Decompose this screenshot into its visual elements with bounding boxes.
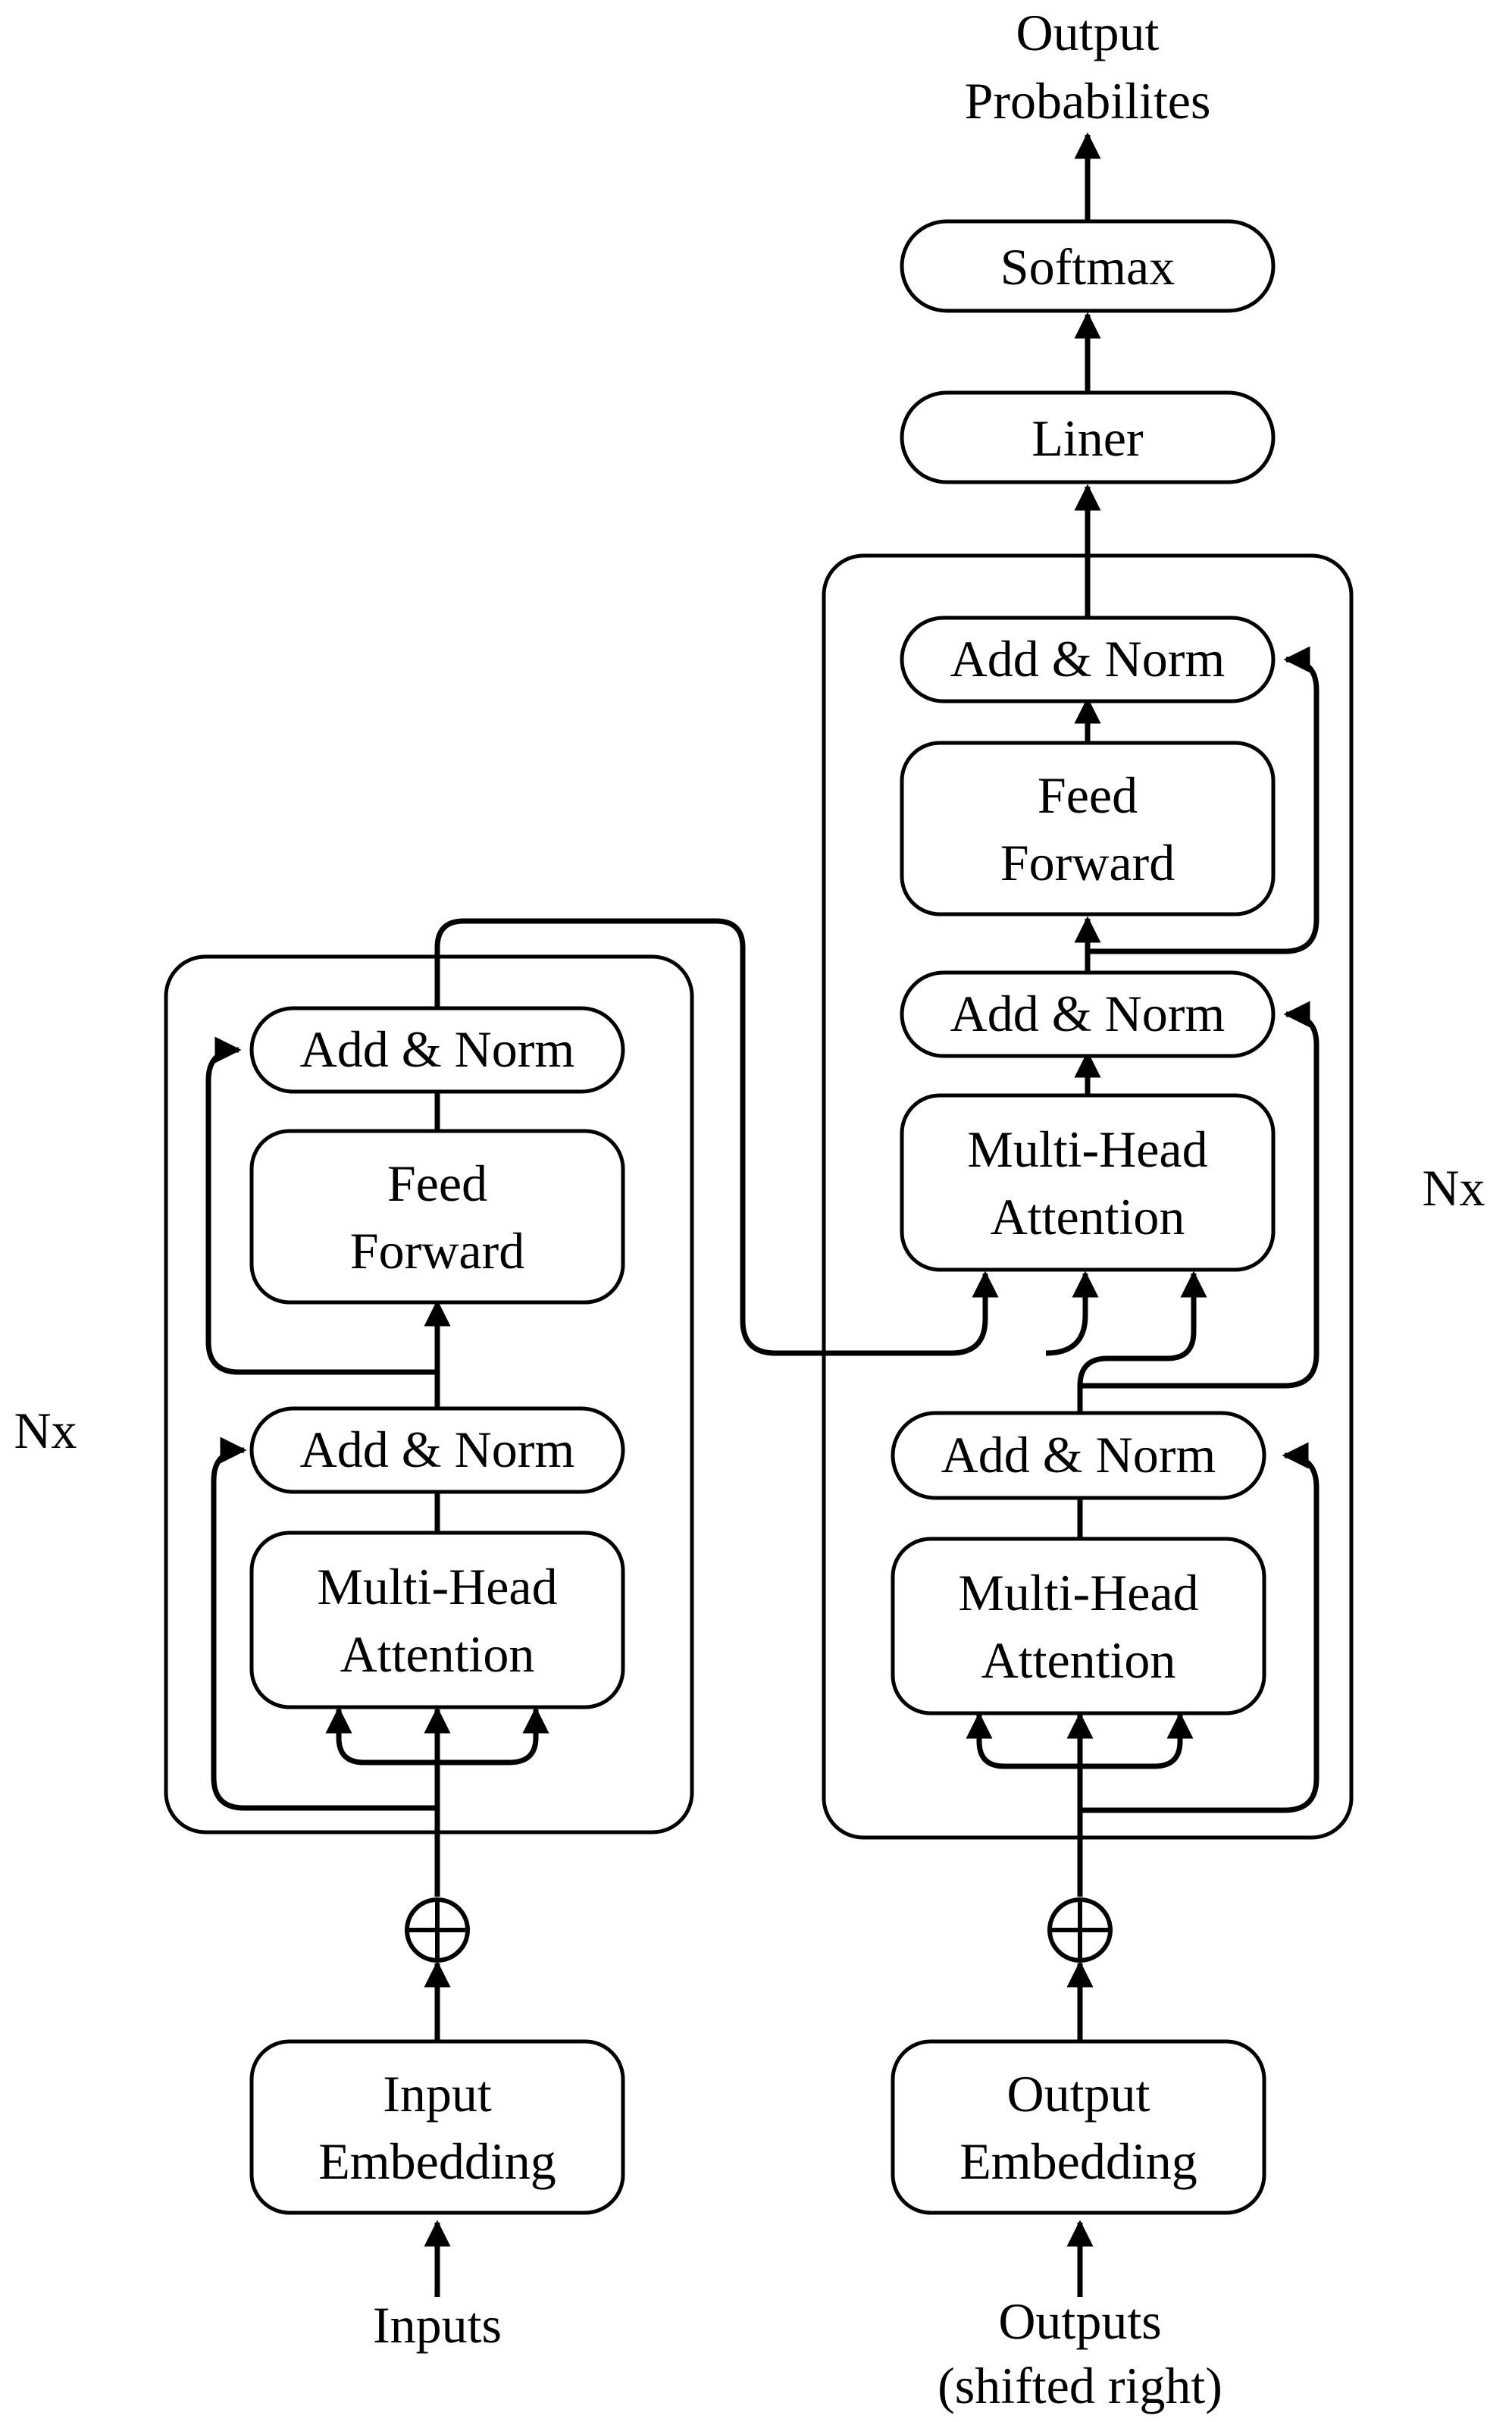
encoder-residual-2 — [205, 1036, 437, 1375]
encoder-repeat-label: Nx — [14, 1402, 77, 1459]
output-embedding-line1: Output — [1007, 2065, 1150, 2123]
output-probabilities-line1: Output — [1016, 4, 1160, 61]
encoder-add-norm-bottom: Add & Norm — [249, 1406, 625, 1494]
decoder-add-norm-top-label: Add & Norm — [950, 630, 1226, 688]
encoder-output-to-decoder — [434, 918, 999, 1356]
softmax-block: Softmax — [900, 219, 1276, 313]
decoder-add-norm-bottom-label: Add & Norm — [941, 1426, 1216, 1484]
outputs-label-line2: (shifted right) — [938, 2357, 1222, 2414]
encoder-positional-plus — [405, 1897, 470, 1963]
decoder-add-norm-middle: Add & Norm — [900, 970, 1276, 1058]
encoder-attention-line2: Attention — [340, 1625, 535, 1683]
decoder-positional-plus — [1047, 1897, 1113, 1963]
encoder-qkv-split-left — [325, 1706, 437, 1766]
decoder-self-attention: Multi-Head Attention — [891, 1537, 1266, 1715]
decoder-cross-attention-line2: Attention — [991, 1188, 1185, 1245]
encoder-feed-forward-line2: Forward — [350, 1222, 524, 1280]
decoder-residual-3 — [1088, 646, 1319, 954]
softmax-label: Softmax — [1000, 238, 1175, 296]
liner-label: Liner — [1031, 409, 1144, 467]
decoder-feed-forward-line2: Forward — [1000, 834, 1175, 891]
input-embedding-line2: Embedding — [318, 2132, 556, 2190]
decoder-add-norm-middle-label: Add & Norm — [950, 985, 1226, 1042]
encoder-attention-line1: Multi-Head — [317, 1558, 557, 1615]
decoder-residual-1 — [1080, 1442, 1319, 1813]
decoder-cross-attention: Multi-Head Attention — [900, 1093, 1276, 1272]
inputs-label: Inputs — [373, 2296, 502, 2354]
decoder-cross-attention-line1: Multi-Head — [967, 1120, 1207, 1178]
encoder-feed-forward-line1: Feed — [387, 1155, 487, 1212]
encoder-multi-head-attention: Multi-Head Attention — [249, 1531, 625, 1709]
encoder-output-to-decoder-k — [1045, 1271, 1099, 1356]
input-embedding: Input Embedding — [249, 2039, 625, 2215]
output-embedding: Output Embedding — [891, 2039, 1266, 2215]
decoder-add-norm-top: Add & Norm — [900, 616, 1276, 703]
decoder-repeat-label: Nx — [1422, 1159, 1485, 1217]
encoder-layer-group — [164, 954, 694, 1835]
encoder-add-norm-bottom-label: Add & Norm — [300, 1421, 575, 1478]
decoder-self-attention-line2: Attention — [981, 1631, 1176, 1689]
encoder-qkv-split-right — [437, 1706, 549, 1766]
decoder-qkv-split-left — [966, 1712, 1080, 1769]
decoder-residual-2 — [1080, 1001, 1319, 1389]
liner-block: Liner — [900, 390, 1276, 484]
input-embedding-line1: Input — [383, 2065, 492, 2123]
output-embedding-line2: Embedding — [959, 2132, 1197, 2190]
encoder-add-norm-top: Add & Norm — [249, 1006, 625, 1094]
encoder-feed-forward: Feed Forward — [249, 1129, 625, 1305]
encoder-add-norm-top-label: Add & Norm — [300, 1020, 575, 1078]
decoder-qkv-split-right — [1080, 1712, 1194, 1769]
decoder-feed-forward: Feed Forward — [900, 741, 1276, 916]
decoder-self-attention-line1: Multi-Head — [958, 1564, 1198, 1621]
decoder-norm-to-cross-attention — [1077, 1271, 1207, 1413]
output-probabilities-line2: Probabilites — [965, 72, 1211, 130]
outputs-label-line1: Outputs — [998, 2292, 1161, 2350]
decoder-feed-forward-line1: Feed — [1038, 766, 1138, 824]
decoder-add-norm-bottom: Add & Norm — [891, 1411, 1266, 1500]
encoder-residual-1 — [211, 1437, 437, 1811]
